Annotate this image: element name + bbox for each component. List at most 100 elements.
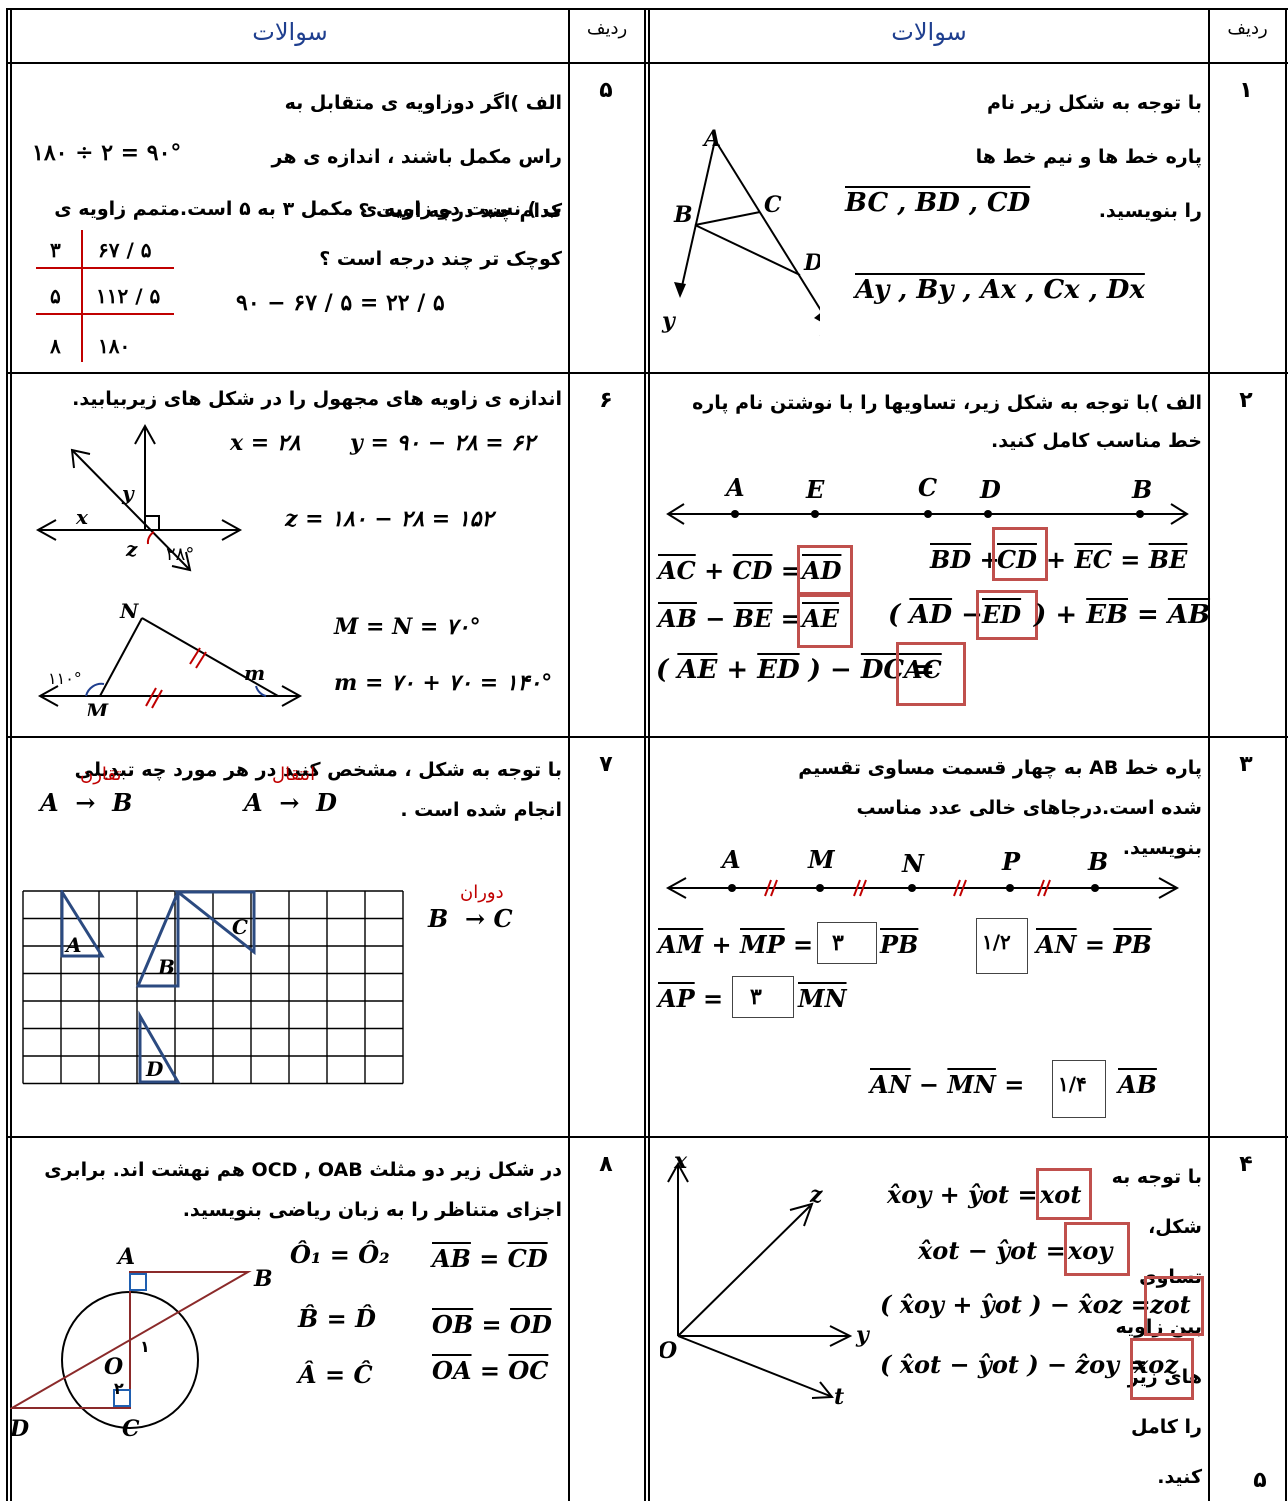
q6-figure-2: N Mm ۱۱۰° [37, 599, 303, 716]
q6-angle-28: ۲۸° [166, 544, 194, 565]
svg-text:y: y [121, 481, 135, 505]
q5-table-r2-c2: ۱۱۲ / ۵ [96, 284, 161, 308]
q2-number: ۲ [1239, 388, 1253, 413]
q6-number: ۶ [599, 388, 613, 413]
svg-text:A: A [64, 933, 82, 957]
q5-table-r3-c1: ۸ [50, 334, 61, 358]
q6-figure-1: y x z ۲۸° [35, 423, 243, 572]
q7-label-translation: انتقال [272, 764, 316, 785]
svg-text:A: A [702, 126, 721, 152]
q5-answer-a: ۱۸۰ ÷ ۲ = ۹۰° [32, 140, 182, 166]
q2-point-b: B [1131, 475, 1152, 504]
q1-segments: BC , BD , CD [845, 188, 1031, 218]
q2-point-a: A [724, 473, 745, 502]
svg-text:x: x [819, 316, 820, 340]
svg-text:C: C [122, 1416, 140, 1440]
q3-point-a: A [720, 845, 741, 874]
q6-ans-x: x = ۲۸ [230, 430, 301, 456]
q1-number: ۱ [1239, 78, 1253, 103]
q3-answer-1: ۳ [832, 930, 844, 956]
svg-text:D: D [10, 1416, 29, 1440]
q8-figure: A B C D O ۱ ۲ [10, 1244, 273, 1440]
q3-point-p: P [1001, 847, 1021, 876]
q3-point-b: B [1087, 847, 1108, 876]
svg-text:z: z [125, 537, 138, 561]
q3-answer-2: ۱/۲ [982, 930, 1011, 954]
svg-text:B: B [253, 1266, 273, 1292]
q3-point-n: N [901, 849, 925, 878]
q7-label-rotation: دوران [460, 882, 504, 903]
q4-number: ۴ [1239, 1152, 1253, 1177]
q3-point-m: M [807, 845, 836, 874]
q3-answer-3: ۳ [750, 984, 762, 1010]
q8-number: ۸ [599, 1152, 613, 1177]
svg-text:D: D [145, 1057, 164, 1081]
q2-text: الف )با توجه به شکل زیر، تساویها را با ن… [692, 392, 1202, 452]
q4-answer-1: xot [1040, 1180, 1082, 1209]
q3-number: ۳ [1239, 752, 1253, 777]
svg-text:y: y [661, 308, 677, 334]
svg-text:y: y [855, 1322, 871, 1348]
svg-text:D: D [803, 250, 820, 276]
svg-text:C: C [232, 915, 248, 939]
q7-grid: A B C D [22, 890, 404, 1085]
q4-answer-2: xoy [1068, 1236, 1113, 1265]
q5-ratio-table [36, 230, 174, 362]
q2-answer-5: AC [904, 655, 942, 684]
q5-text-b: ب ) نسبت دو زاویه ی مکمل ۳ به ۵ است.متمم… [54, 198, 562, 270]
q6-text: اندازه ی زاویه های مجهول را در شکل های ز… [72, 388, 562, 410]
q6-ans-z: z = ۱۸۰ − ۲۸ = ۱۵۲ [285, 506, 494, 532]
q3-answer-4: ۱/۴ [1058, 1072, 1087, 1096]
q1-figure: A B C D y x [661, 126, 820, 340]
svg-text:A: A [116, 1244, 135, 1270]
q2-answer-1: AD [802, 556, 842, 585]
right-header-index: ردیف [1227, 18, 1268, 39]
svg-text:m: m [244, 661, 265, 685]
q5-table-r1-c2: ۶۷ / ۵ [98, 238, 152, 262]
left-header-title: سوالات [252, 18, 328, 46]
q5-table-r2-c1: ۵ [50, 284, 61, 308]
q6-angle-110: ۱۱۰° [48, 669, 82, 688]
q4-answer-4: xoz [1134, 1350, 1178, 1379]
q1-rays: Ay , By , Ax , Cx , Dx [855, 275, 1145, 305]
svg-text:N: N [119, 599, 139, 623]
q2-point-e: E [805, 475, 825, 504]
q2-answer-3: AE [802, 604, 839, 633]
svg-text:x: x [673, 1148, 688, 1174]
q6-ans-m: M = N = ۷۰° [334, 614, 481, 640]
q2-answer-2: CD [997, 545, 1037, 574]
svg-text:C: C [764, 192, 782, 218]
q3-number-line: A M N P B [665, 845, 1180, 899]
q7-label-symmetry: تقارن [80, 764, 122, 785]
q4-answer-3: zot [1150, 1290, 1191, 1319]
svg-text:۲: ۲ [114, 1379, 124, 1398]
q6-ans-y: y = ۹۰ − ۲۸ = ۶۲ [350, 430, 535, 456]
q1-text: با توجه به شکل زیر نام پاره خط ها و نیم … [975, 92, 1202, 222]
svg-text:۱: ۱ [140, 1337, 150, 1356]
svg-text:z: z [809, 1182, 823, 1208]
right-header-title: سوالات [891, 18, 967, 46]
q5-table-r3-c2: ۱۸۰ [98, 334, 131, 358]
svg-text:t: t [834, 1384, 844, 1410]
svg-text:B: B [157, 955, 175, 979]
q2-point-d: D [979, 475, 1001, 504]
svg-text:O: O [104, 1354, 123, 1380]
svg-text:M: M [85, 699, 109, 716]
q6-ans-m-small: m = ۷۰ + ۷۰ = ۱۴۰° [334, 670, 553, 696]
page-number: ۵ [1253, 1468, 1267, 1493]
left-header-index: ردیف [586, 18, 628, 39]
q7-text: با توجه به شکل ، مشخص کنید در هر مورد چه… [74, 759, 562, 821]
q5-answer-b: ۹۰ − ۶۷ / ۵ = ۲۲ / ۵ [236, 290, 445, 316]
svg-text:B: B [673, 202, 693, 228]
q4-angle-figure: x z y t O [660, 1148, 871, 1410]
q2-answer-4: ED [982, 600, 1022, 629]
q4-text: با توجه به شکل، تساوی بین زاویه های زیر … [1111, 1166, 1202, 1488]
q2-number-line: A E C D B [666, 473, 1189, 525]
svg-text:x: x [75, 505, 89, 529]
q8-text: در شکل زیر دو مثلث OCD , OAB هم نهشت اند… [44, 1159, 562, 1221]
q5-table-r1-c1: ۳ [50, 238, 61, 262]
q5-number: ۵ [599, 78, 613, 103]
q5-text-a: الف )اگر دوزاویه ی متقابل به راس مکمل با… [271, 92, 562, 222]
q7-number: ۷ [599, 752, 613, 777]
